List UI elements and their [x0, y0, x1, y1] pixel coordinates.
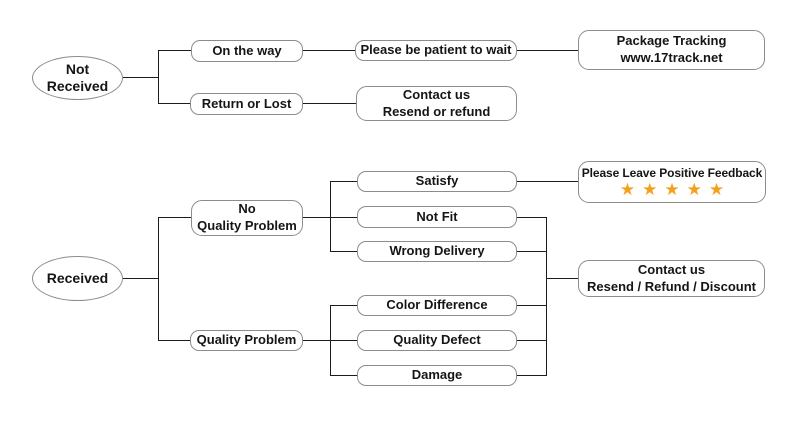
- connector-line: [303, 103, 356, 104]
- node-label: Please be patient to wait: [360, 42, 512, 58]
- node-on-the-way: On the way: [191, 40, 303, 62]
- connector-line: [330, 375, 357, 376]
- connector-line: [303, 50, 355, 51]
- connector-line: [123, 278, 158, 279]
- node-not-fit: Not Fit: [357, 206, 517, 228]
- connector-line: [546, 278, 578, 279]
- node-label: Return or Lost: [201, 95, 292, 111]
- node-not-received: Not Received: [32, 56, 123, 100]
- node-label: Color Difference: [386, 297, 488, 313]
- node-positive-feedback: Please Leave Positive Feedback ★★★★★: [578, 161, 766, 203]
- connector-line: [330, 181, 331, 252]
- node-label: Please Leave Positive Feedback: [581, 165, 763, 180]
- connector-line: [546, 217, 547, 376]
- node-package-tracking: Package Tracking www.17track.net: [578, 30, 765, 70]
- connector-line: [517, 181, 578, 182]
- node-label: Package Tracking www.17track.net: [616, 33, 727, 65]
- node-damage: Damage: [357, 365, 517, 386]
- connector-line: [517, 251, 546, 252]
- connector-line: [517, 305, 546, 306]
- node-quality-defect: Quality Defect: [357, 330, 517, 351]
- node-quality-problem: Quality Problem: [190, 330, 303, 351]
- node-contact-resend-refund: Contact us Resend or refund: [356, 86, 517, 121]
- node-label: Received: [46, 269, 109, 286]
- connector-line: [158, 103, 190, 104]
- connector-line: [517, 375, 546, 376]
- node-received: Received: [32, 256, 123, 301]
- node-satisfy: Satisfy: [357, 171, 517, 192]
- node-label: Contact us Resend or refund: [382, 86, 491, 119]
- connector-line: [517, 340, 546, 341]
- connector-line: [330, 251, 357, 252]
- node-wrong-delivery: Wrong Delivery: [357, 241, 517, 262]
- node-label: On the way: [212, 42, 282, 58]
- connector-line: [517, 50, 578, 51]
- node-return-or-lost: Return or Lost: [190, 93, 303, 115]
- connector-line: [158, 217, 159, 341]
- node-no-quality-problem: No Quality Problem: [191, 200, 303, 236]
- node-contact-resend-refund-discount: Contact us Resend / Refund / Discount: [578, 260, 765, 297]
- node-please-be-patient: Please be patient to wait: [355, 40, 517, 61]
- connector-line: [158, 50, 191, 51]
- connector-line: [330, 217, 357, 218]
- connector-line: [330, 340, 357, 341]
- node-label: Satisfy: [415, 173, 459, 189]
- connector-line: [303, 340, 330, 341]
- five-star-rating-icon: ★★★★★: [619, 180, 732, 200]
- connector-line: [158, 340, 190, 341]
- connector-line: [158, 217, 191, 218]
- node-label: Contact us Resend / Refund / Discount: [586, 261, 756, 294]
- connector-line: [123, 77, 158, 78]
- connector-line: [330, 305, 357, 306]
- node-label: Not Received: [46, 60, 109, 95]
- connector-line: [158, 50, 159, 104]
- connector-line: [330, 181, 357, 182]
- node-label: No Quality Problem: [197, 201, 297, 233]
- connector-line: [303, 217, 330, 218]
- node-label: Quality Defect: [393, 332, 481, 348]
- node-label: Wrong Delivery: [389, 243, 485, 259]
- node-color-difference: Color Difference: [357, 295, 517, 316]
- connector-line: [517, 217, 546, 218]
- node-label: Not Fit: [416, 208, 458, 224]
- node-label: Quality Problem: [196, 332, 297, 348]
- node-label: Damage: [411, 367, 463, 383]
